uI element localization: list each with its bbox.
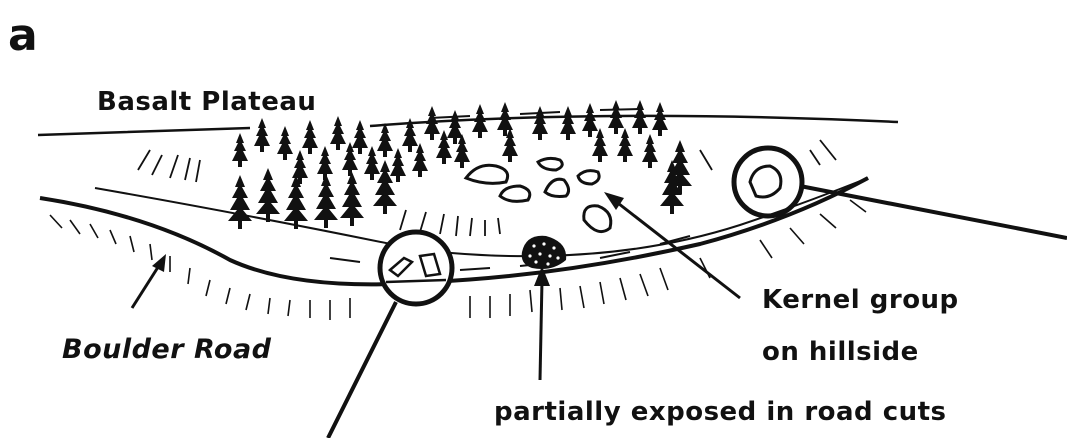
boulder-road-label: Boulder Road [62, 334, 272, 365]
stippled-boulder [522, 236, 566, 269]
boulder-road-arrow [132, 254, 166, 308]
panel-label: a [8, 10, 38, 61]
road-cuts-label: partially exposed in road cuts [494, 397, 947, 427]
kernel-group-label-line2: on hillside [762, 337, 919, 367]
plateau-label: Basalt Plateau [97, 87, 316, 117]
right-callout-leader [800, 186, 1067, 238]
road-cut-callout-leader [328, 302, 396, 438]
kernel-group-label-line1: Kernel group [762, 285, 959, 315]
road-cut-arrow [534, 266, 550, 380]
kernel-boulders [466, 158, 781, 231]
plateau-rim-line [38, 116, 898, 135]
